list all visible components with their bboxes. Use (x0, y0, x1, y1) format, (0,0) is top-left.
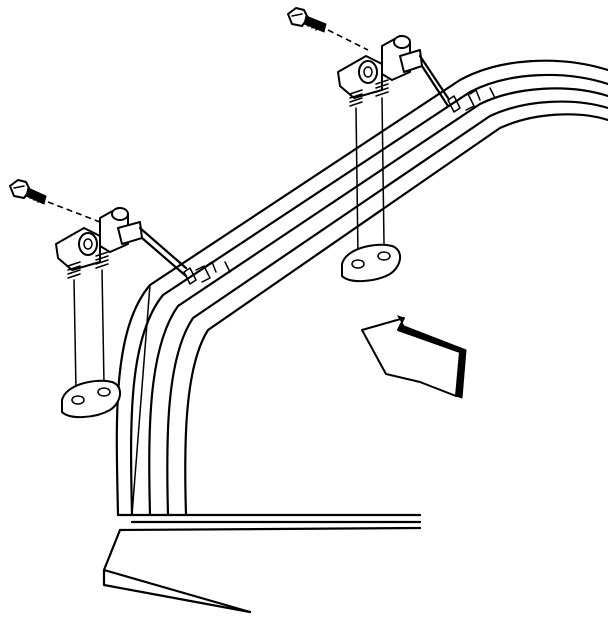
spring-left (67, 251, 109, 391)
bolt-right (287, 7, 369, 51)
mounting-pad-left (61, 379, 121, 418)
hinge-bracket-right (337, 35, 450, 108)
roof-rail (102, 59, 608, 614)
hinge-bracket-left (55, 207, 188, 278)
spring-right (349, 79, 389, 257)
rail-clip-left (183, 261, 231, 285)
bolt-left (9, 179, 101, 223)
mounting-pad-right (341, 243, 401, 282)
arrow-icon (361, 315, 467, 399)
rail-clip-right (447, 87, 496, 113)
